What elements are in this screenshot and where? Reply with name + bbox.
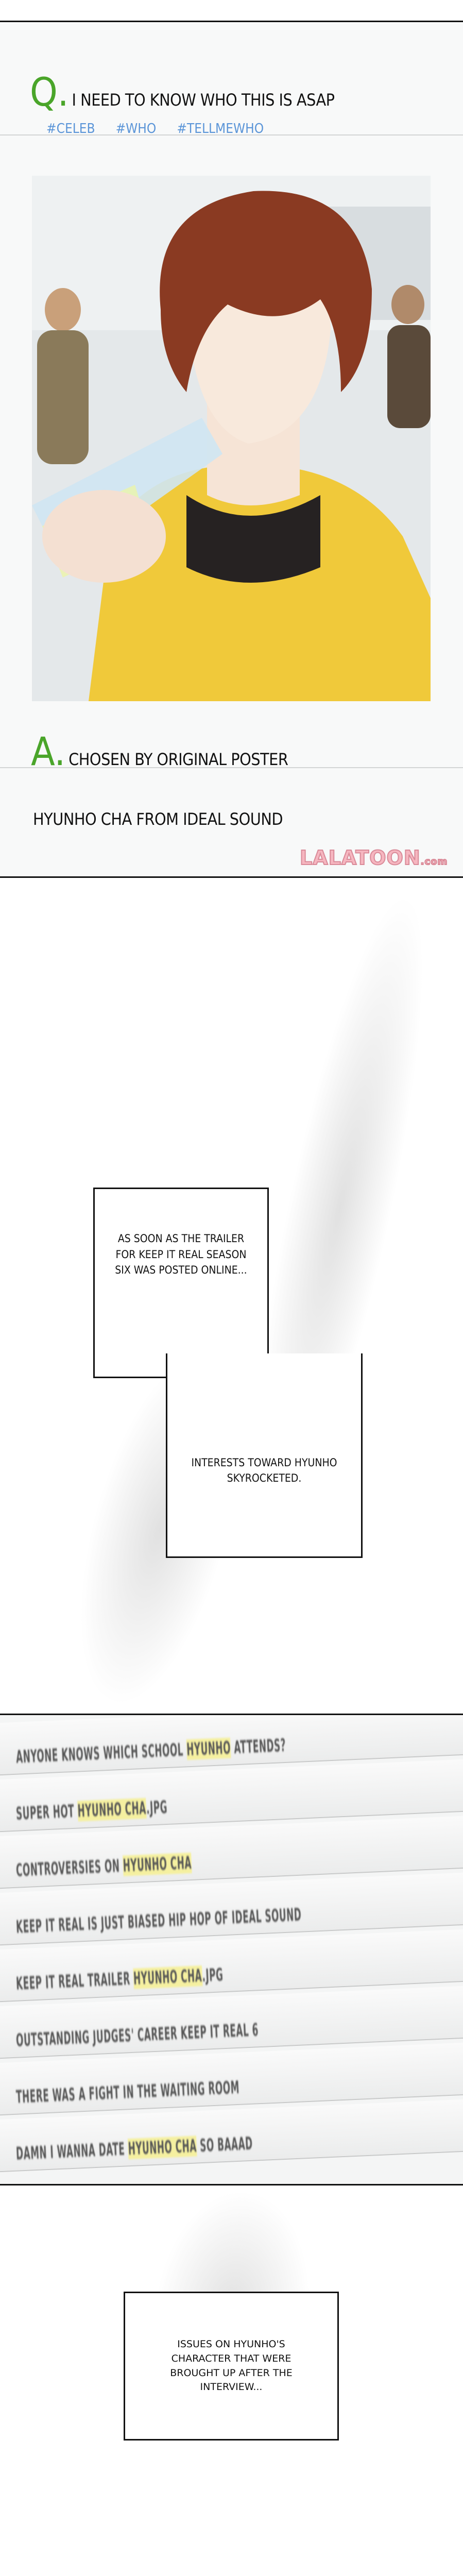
- lalatoon-watermark-logo: LALATOON.com: [299, 846, 448, 870]
- caption-box-1: AS SOON AS THE TRAILER FOR KEEP IT REAL …: [93, 1188, 269, 1378]
- tag[interactable]: #TELLMEWHO: [177, 121, 264, 137]
- result-text: OUTSTANDING JUDGES' CAREER KEEP IT REAL …: [15, 2020, 259, 2051]
- answer-text: HYUNHO CHA FROM IDEAL SOUND: [33, 809, 283, 829]
- result-text: KEEP IT REAL TRAILER: [15, 1968, 134, 1994]
- result-highlight: HYUNHO CHA: [122, 1852, 192, 1876]
- result-text: SO BAAAD: [196, 2133, 253, 2157]
- result-highlight: HYUNHO CHA: [77, 1798, 147, 1822]
- result-highlight: HYUNHO: [186, 1737, 231, 1760]
- answer-label: CHOSEN BY ORIGINAL POSTER: [68, 750, 288, 769]
- result-text: CONTROVERSIES ON: [15, 1855, 124, 1881]
- caption-text: INTERESTS TOWARD HYUNHO SKYROCKETED.: [191, 1456, 337, 1484]
- search-results-panel: ANYONE KNOWS WHICH SCHOOL HYUNHO ATTENDS…: [0, 1714, 463, 2185]
- result-text: DAMN I WANNA DATE: [15, 2139, 129, 2164]
- answer-header: A. CHOSEN BY ORIGINAL POSTER: [31, 732, 288, 771]
- result-text: KEEP IT REAL IS JUST BIASED HIP HOP OF I…: [15, 1904, 302, 1938]
- divider: [0, 767, 463, 768]
- result-text: SUPER HOT: [15, 1801, 78, 1824]
- qa-post-panel: Q. I NEED TO KNOW WHO THIS IS ASAP #CELE…: [0, 21, 463, 878]
- question-header: Q. I NEED TO KNOW WHO THIS IS ASAP: [30, 73, 335, 112]
- watermark-suffix: .com: [420, 856, 448, 868]
- box-joint: [167, 1353, 266, 1377]
- caption-text: ISSUES ON HYUNHO'S CHARACTER THAT WERE B…: [170, 2338, 293, 2393]
- result-text: .JPG: [146, 1797, 168, 1819]
- result-text: THERE WAS A FIGHT IN THE WAITING ROOM: [15, 2077, 240, 2108]
- result-text: .JPG: [201, 1964, 224, 1986]
- result-text: ATTENDS?: [230, 1735, 286, 1758]
- caption-text: AS SOON AS THE TRAILER FOR KEEP IT REAL …: [115, 1232, 247, 1277]
- answer-prefix: A.: [31, 728, 66, 774]
- caption-box-3: ISSUES ON HYUNHO'S CHARACTER THAT WERE B…: [124, 2292, 339, 2441]
- illustration-svg: [32, 176, 431, 701]
- question-title: I NEED TO KNOW WHO THIS IS ASAP: [72, 90, 335, 110]
- caption-box-2: INTERESTS TOWARD HYUNHO SKYROCKETED.: [166, 1353, 363, 1558]
- divider: [0, 134, 463, 135]
- watermark-main: LALATOON: [299, 846, 421, 870]
- question-prefix: Q.: [30, 69, 69, 115]
- result-text: ANYONE KNOWS WHICH SCHOOL: [15, 1739, 187, 1768]
- tag[interactable]: #WHO: [115, 121, 157, 137]
- result-highlight: HYUNHO CHA: [133, 1965, 203, 1989]
- result-highlight: HYUNHO CHA: [127, 2136, 197, 2160]
- tag[interactable]: #CELEB: [46, 121, 95, 137]
- illustration-man-drinking: [32, 176, 431, 701]
- tag-list: #CELEB #WHO #TELLMEWHO: [46, 121, 264, 137]
